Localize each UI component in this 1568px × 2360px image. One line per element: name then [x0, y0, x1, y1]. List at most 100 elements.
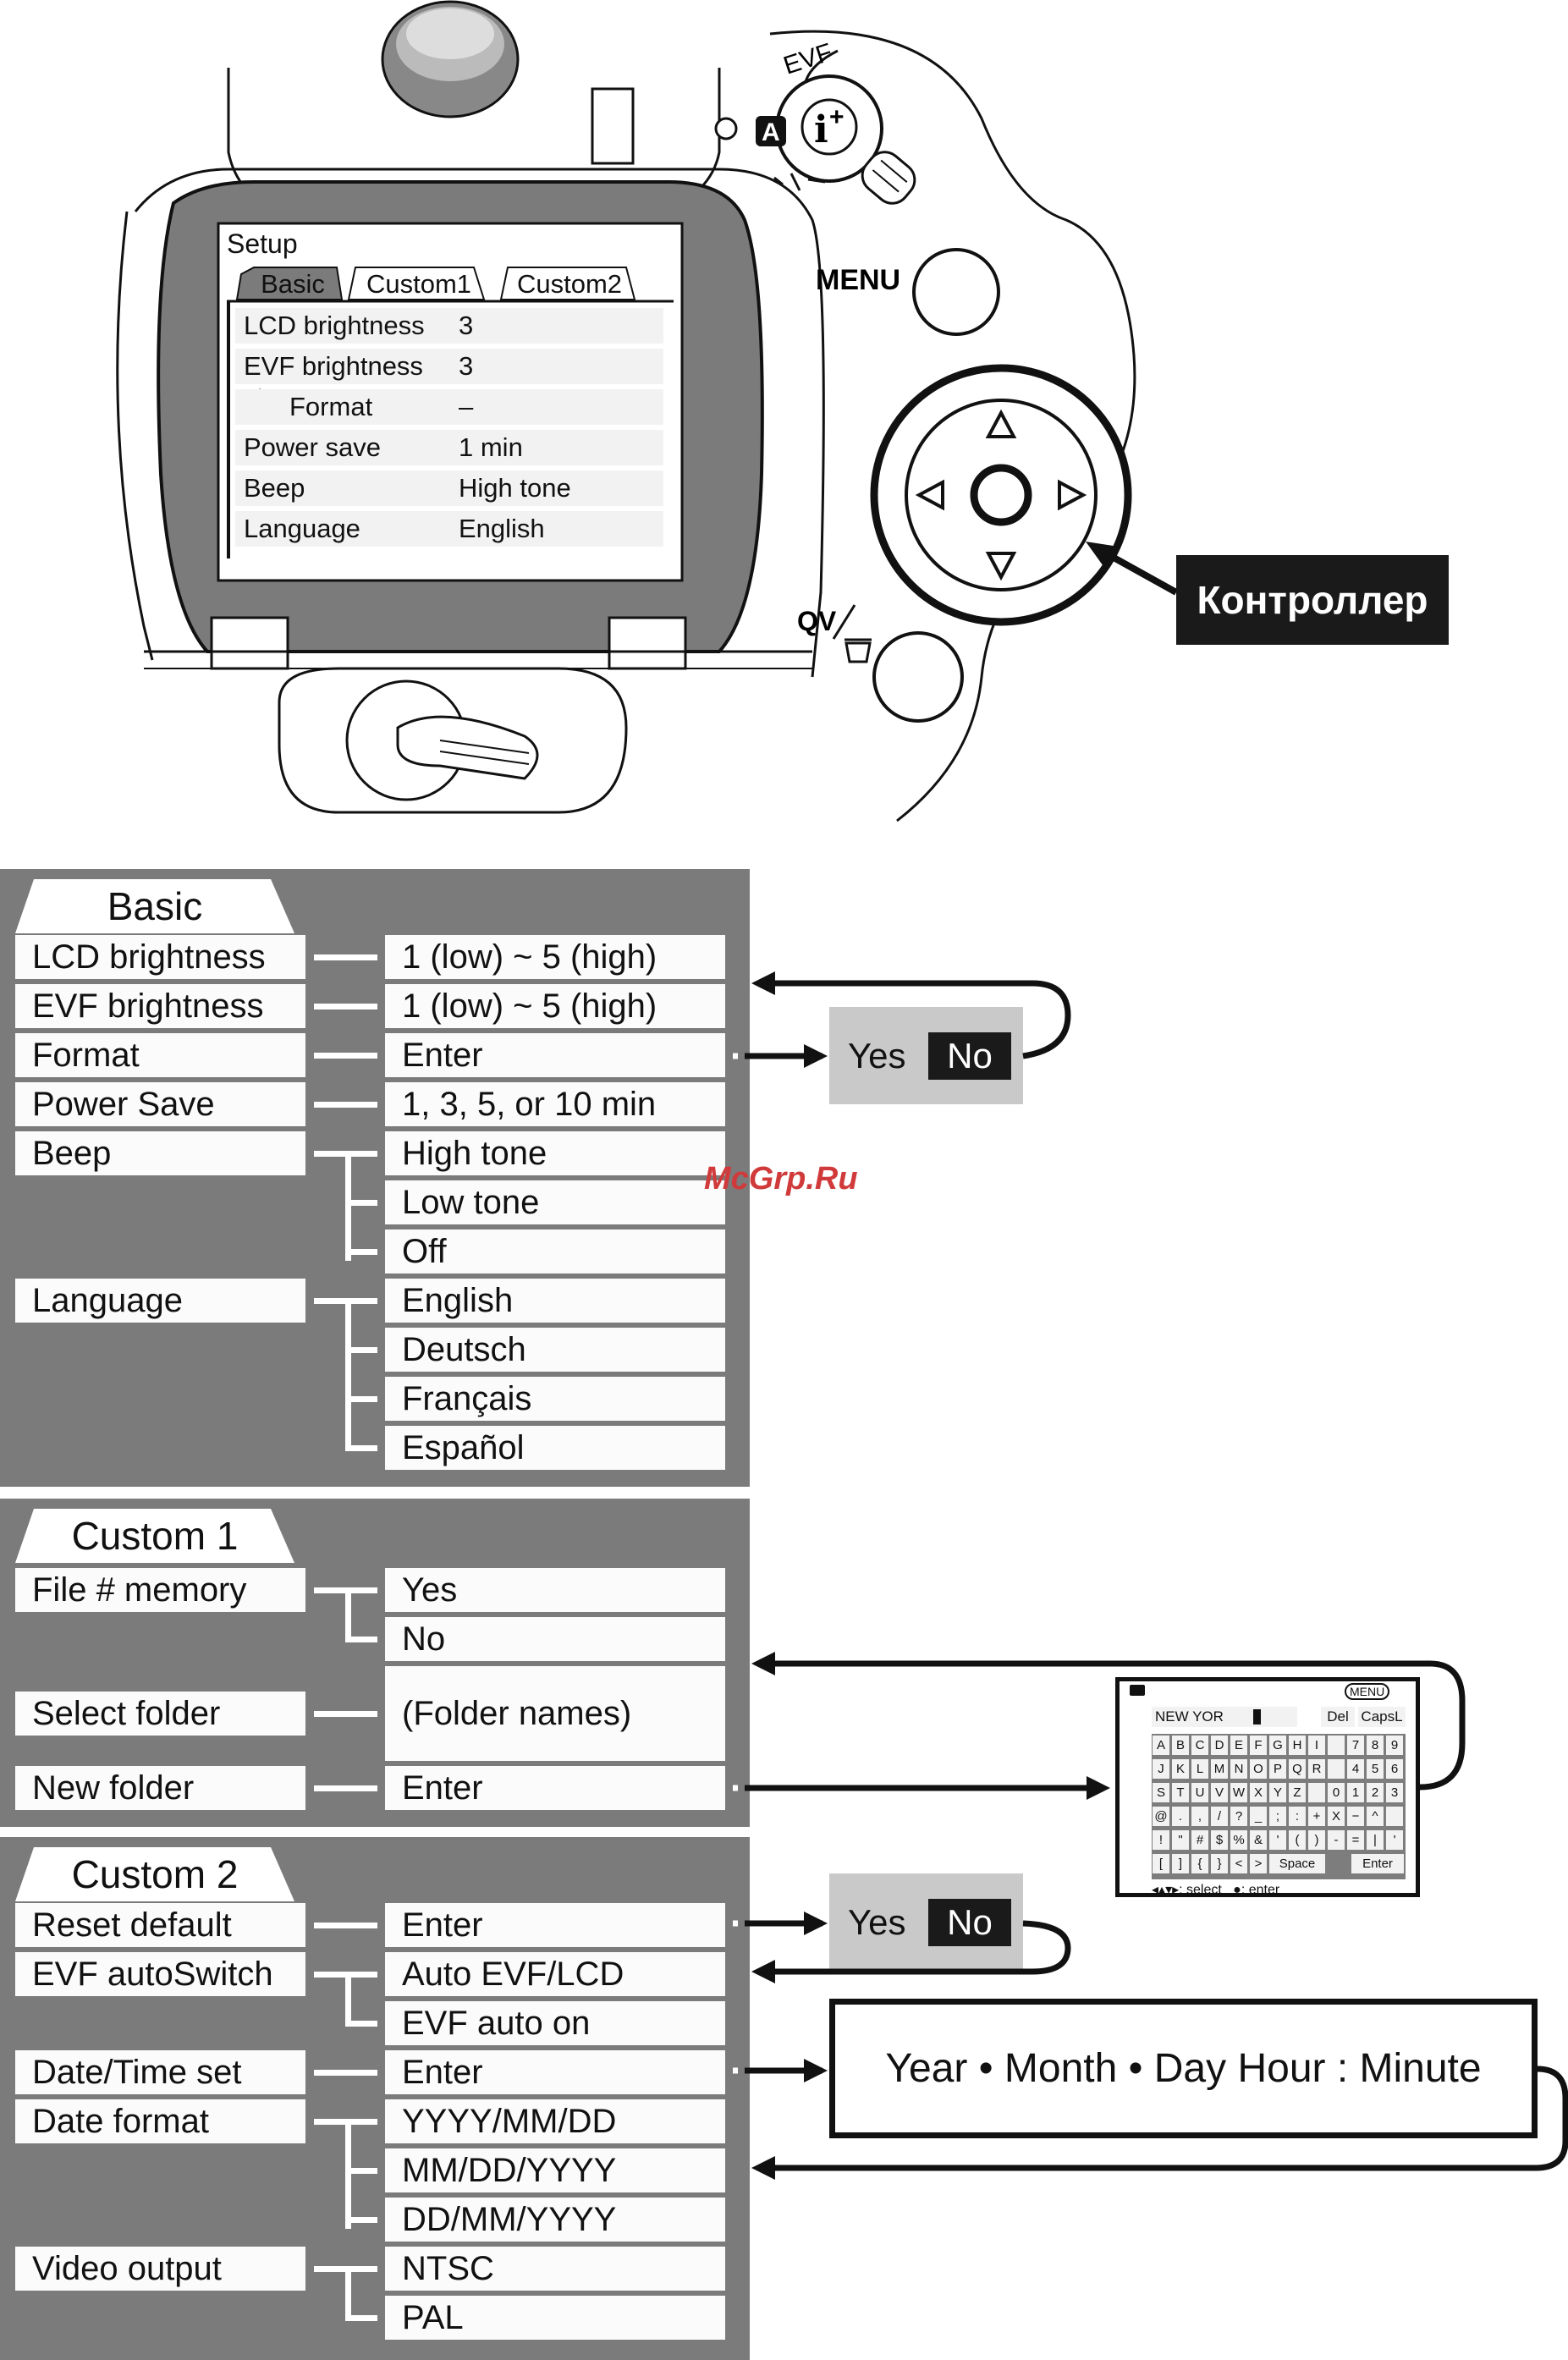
option-auto-evf-lcd[interactable]: Auto EVF/LCD [385, 1952, 725, 1996]
menu-item-date-format[interactable]: Date format [15, 2099, 305, 2143]
keyboard-key[interactable]: V [1211, 1783, 1228, 1802]
option-reset-default-enter[interactable]: Enter [385, 1903, 725, 1947]
option-date-time-enter[interactable]: Enter [385, 2050, 725, 2094]
keyboard-key[interactable]: $ [1211, 1830, 1228, 1850]
keyboard-key[interactable]: ] [1172, 1854, 1189, 1873]
keyboard-key[interactable]: E [1230, 1736, 1247, 1755]
lcd-tab-custom1[interactable]: Custom1 [366, 269, 472, 299]
option-file-memory-yes[interactable]: Yes [385, 1568, 725, 1612]
key-enter[interactable]: Enter [1351, 1854, 1404, 1873]
keyboard-key[interactable]: 7 [1347, 1736, 1364, 1755]
keyboard-key[interactable]: N [1230, 1759, 1247, 1779]
keyboard-key[interactable]: − [1347, 1807, 1364, 1826]
keyboard-key[interactable]: > [1250, 1854, 1267, 1873]
menu-item-file-memory[interactable]: File # memory [15, 1568, 305, 1612]
menu-item-reset-default[interactable]: Reset default [15, 1903, 305, 1947]
option-beep-low[interactable]: Low tone [385, 1180, 725, 1224]
keyboard-key[interactable]: { [1191, 1854, 1208, 1873]
keyboard-key[interactable]: @ [1153, 1807, 1169, 1826]
option-power-save[interactable]: 1, 3, 5, or 10 min [385, 1082, 725, 1126]
controller-center-button[interactable] [970, 464, 1032, 526]
keyboard-key[interactable]: 5 [1367, 1759, 1384, 1779]
menu-item-select-folder[interactable]: Select folder [15, 1692, 305, 1736]
keyboard-key[interactable]: % [1230, 1830, 1247, 1850]
keyboard-key[interactable]: 3 [1386, 1783, 1403, 1802]
keyboard-key[interactable]: 0 [1328, 1783, 1345, 1802]
lcd-row-language[interactable]: Language English [235, 511, 663, 547]
keyboard-key[interactable]: ? [1230, 1807, 1247, 1826]
option-language-deutsch[interactable]: Deutsch [385, 1328, 725, 1372]
keyboard-key[interactable]: . [1172, 1807, 1189, 1826]
option-date-mmddyyyy[interactable]: MM/DD/YYYY [385, 2148, 725, 2192]
reset-no-button[interactable]: No [928, 1899, 1011, 1946]
keyboard-key[interactable]: M [1211, 1759, 1228, 1779]
menu-item-power-save[interactable]: Power Save [15, 1082, 305, 1126]
key-caps-lock[interactable]: CapsL [1358, 1707, 1406, 1727]
keyboard-key[interactable]: ) [1308, 1830, 1325, 1850]
keyboard-key[interactable]: _ [1250, 1807, 1267, 1826]
keyboard-key[interactable]: R [1308, 1759, 1325, 1779]
keyboard-key[interactable]: 6 [1386, 1759, 1403, 1779]
keyboard-key[interactable]: O [1250, 1759, 1267, 1779]
keyboard-key[interactable]: H [1289, 1736, 1306, 1755]
keyboard-key[interactable]: X [1250, 1783, 1267, 1802]
keyboard-key[interactable]: 2 [1367, 1783, 1384, 1802]
qv-delete-button[interactable] [872, 631, 964, 723]
keyboard-key[interactable]: 8 [1367, 1736, 1384, 1755]
keyboard-key[interactable]: ' [1386, 1830, 1403, 1850]
keyboard-key[interactable] [1386, 1807, 1403, 1826]
keyboard-key[interactable] [1328, 1736, 1345, 1755]
keyboard-key[interactable]: S [1153, 1783, 1169, 1802]
format-yes-button[interactable]: Yes [848, 1036, 906, 1075]
keyboard-key[interactable]: : [1289, 1807, 1306, 1826]
menu-item-format[interactable]: Format [15, 1033, 305, 1077]
option-language-english[interactable]: English [385, 1279, 725, 1323]
keyboard-key[interactable]: / [1211, 1807, 1228, 1826]
option-date-yyyymmdd[interactable]: YYYY/MM/DD [385, 2099, 725, 2143]
keyboard-key[interactable]: C [1191, 1736, 1208, 1755]
keyboard-key[interactable]: F [1250, 1736, 1267, 1755]
lcd-row-power-save[interactable]: Power save 1 min [235, 430, 663, 465]
keyboard-key[interactable]: L [1191, 1759, 1208, 1779]
menu-item-beep[interactable]: Beep [15, 1131, 305, 1175]
keyboard-key[interactable]: & [1250, 1830, 1267, 1850]
lcd-tab-custom2[interactable]: Custom2 [516, 269, 623, 299]
keyboard-key[interactable]: P [1269, 1759, 1286, 1779]
keyboard-key[interactable]: + [1308, 1807, 1325, 1826]
keyboard-key[interactable]: " [1172, 1830, 1189, 1850]
menu-item-video-output[interactable]: Video output [15, 2247, 305, 2291]
keyboard-key[interactable]: D [1211, 1736, 1228, 1755]
keyboard-key[interactable]: - [1328, 1830, 1345, 1850]
option-folder-names[interactable]: (Folder names) [385, 1666, 725, 1761]
option-language-espanol[interactable]: Español [385, 1426, 725, 1470]
keyboard-key[interactable]: T [1172, 1783, 1189, 1802]
format-no-button[interactable]: No [928, 1032, 1011, 1080]
menu-back-icon[interactable]: MENU [1345, 1683, 1390, 1700]
keyboard-key[interactable]: Y [1269, 1783, 1286, 1802]
option-lcd-brightness-range[interactable]: 1 (low) ~ 5 (high) [385, 935, 725, 979]
lcd-row-lcd-brightness[interactable]: LCD brightness 3 [235, 308, 663, 344]
option-language-francais[interactable]: Français [385, 1377, 725, 1421]
keyboard-key[interactable]: K [1172, 1759, 1189, 1779]
menu-item-evf-brightness[interactable]: EVF brightness [15, 984, 305, 1028]
keyboard-key[interactable]: ( [1289, 1830, 1306, 1850]
option-file-memory-no[interactable]: No [385, 1617, 725, 1661]
option-date-ddmmyyyy[interactable]: DD/MM/YYYY [385, 2198, 725, 2242]
keyboard-key[interactable] [1308, 1783, 1325, 1802]
lcd-row-format[interactable]: Format – [235, 389, 663, 425]
keyboard-key[interactable]: ! [1153, 1830, 1169, 1850]
keyboard-key[interactable]: A [1153, 1736, 1169, 1755]
keyboard-key[interactable]: J [1153, 1759, 1169, 1779]
option-new-folder-enter[interactable]: Enter [385, 1766, 725, 1810]
lcd-row-beep[interactable]: Beep High tone [235, 470, 663, 506]
keyboard-key[interactable]: 4 [1347, 1759, 1364, 1779]
keyboard-key[interactable]: 1 [1347, 1783, 1364, 1802]
reset-yes-button[interactable]: Yes [848, 1902, 906, 1942]
keyboard-key[interactable]: Q [1289, 1759, 1306, 1779]
menu-item-date-time-set[interactable]: Date/Time set [15, 2050, 305, 2094]
keyboard-key[interactable]: G [1269, 1736, 1286, 1755]
keyboard-key[interactable]: < [1230, 1854, 1247, 1873]
menu-item-language[interactable]: Language [15, 1279, 305, 1323]
option-format-enter[interactable]: Enter [385, 1033, 725, 1077]
option-beep-high[interactable]: High tone [385, 1131, 725, 1175]
